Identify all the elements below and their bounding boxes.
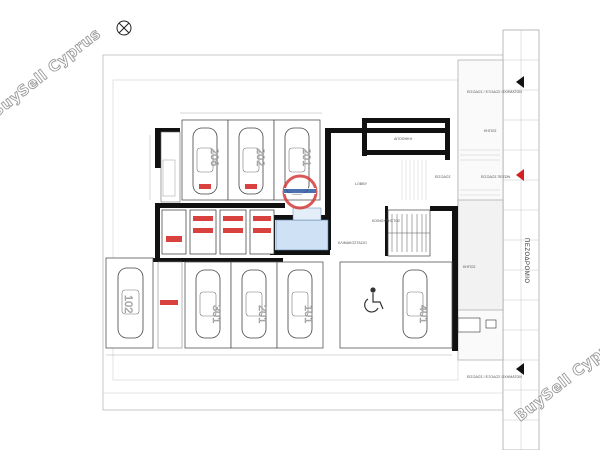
car-bottom-1 xyxy=(117,267,144,339)
label-storage: ΑΠΟΘΗΚΗ xyxy=(394,137,413,141)
north-compass-icon xyxy=(116,20,132,36)
utility-box xyxy=(457,317,481,333)
lift-landing xyxy=(292,207,322,221)
pedestrian-arrow xyxy=(516,169,524,181)
lift-shaft xyxy=(275,219,329,251)
label-entrance-hall: ΕΙΣΟΔΟΣ xyxy=(435,175,451,179)
spot-number-bottom-2: 301 xyxy=(210,305,222,323)
label-garden-mid: ΕΙΣΟΔΟΣ ΠΕΖΩΝ xyxy=(481,175,511,179)
spot-number-bottom-4: 101 xyxy=(302,305,314,323)
car-top-1 xyxy=(192,127,218,195)
label-garden-top: ΚΗΠΟΣ xyxy=(484,129,497,133)
spot-number-bottom-3: 201 xyxy=(256,305,268,323)
label-lobby: LOBBY xyxy=(355,182,368,186)
label-entrance-bottom: ΕΙΣΟΔΟΣ / ΕΞΟΔΟΣ ΟΧΗΜΑΤΩΝ xyxy=(467,375,522,379)
storage-lockers xyxy=(161,209,275,255)
garden-lower xyxy=(457,199,504,311)
spot-number-top-3: 201 xyxy=(300,148,312,166)
entrance-arrow-bottom xyxy=(516,363,524,375)
car-bottom-4 xyxy=(287,269,313,339)
spot-number-bottom-1: 102 xyxy=(122,295,134,313)
entrance-hatching xyxy=(401,160,427,200)
label-entrance-top: ΕΙΣΟΔΟΣ / ΕΞΟΔΟΣ ΟΧΗΜΑΤΩΝ xyxy=(467,90,522,94)
brand-logo xyxy=(282,174,318,210)
car-bottom-3 xyxy=(241,269,267,339)
spot-number-bottom-5: 401 xyxy=(417,305,429,323)
wheelchair-icon xyxy=(364,287,384,313)
street-label: ΠΕΖΟΔΡΟΜΙΟ xyxy=(523,238,529,284)
label-garden-bottom: ΚΗΠΟΣ xyxy=(463,265,476,269)
label-stairs: ΚΛΙΜΑΚΟΣΤΑΣΙΟ xyxy=(338,241,367,245)
label-lobby-side: ΚΟΙΝΟΧΡΗΣΤΟΣ xyxy=(372,219,401,223)
stair-treads xyxy=(388,214,430,252)
pedestrian-path-stripes xyxy=(460,149,500,196)
pavement-grid xyxy=(503,30,539,450)
spot-number-top-2: 202 xyxy=(254,148,266,166)
entrance-arrow-top xyxy=(516,76,524,88)
car-bottom-2 xyxy=(195,269,221,339)
spot-number-top-1: 206 xyxy=(208,148,220,166)
dimension-lines xyxy=(106,112,452,356)
parking-bay-accessible xyxy=(339,261,453,349)
car-bottom-5 xyxy=(402,269,428,339)
car-top-2 xyxy=(238,127,264,195)
watermark-top: BuySell Cyprus xyxy=(0,25,104,122)
